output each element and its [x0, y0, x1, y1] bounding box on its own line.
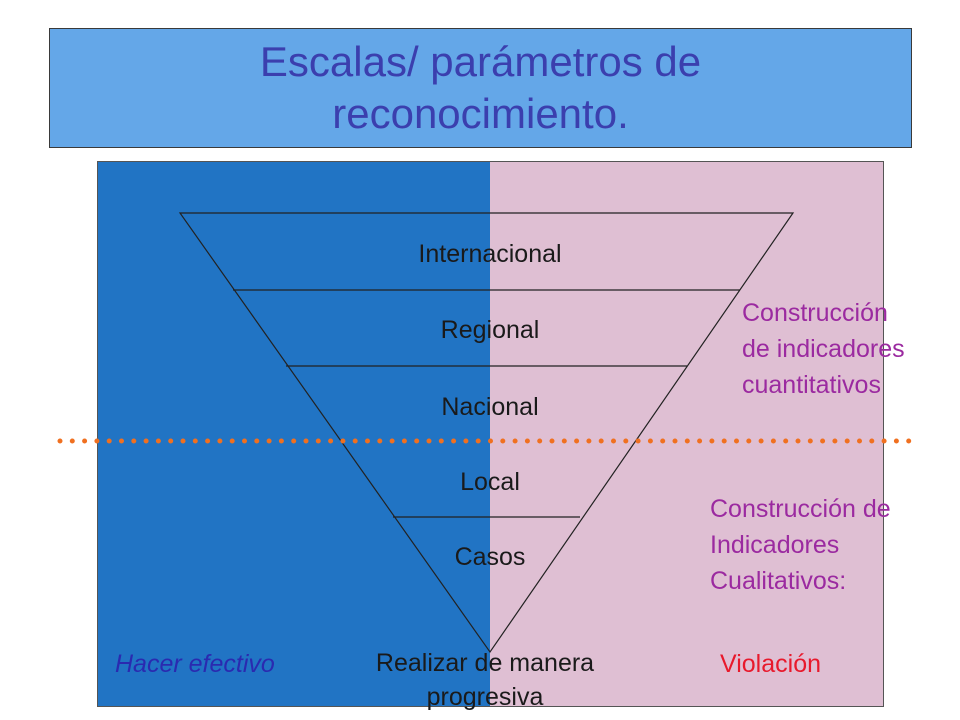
qualitative-line-2: Indicadores — [710, 531, 840, 559]
level-nacional: Nacional — [441, 393, 539, 421]
violacion-label: Violación — [720, 650, 822, 678]
quantitative-line-1: Construcción — [742, 299, 888, 327]
hacer-efectivo-label: Hacer efectivo — [115, 650, 275, 678]
qualitative-line-3: Cualitativos: — [710, 567, 847, 595]
level-internacional: Internacional — [418, 240, 562, 268]
left-panel-blue — [97, 161, 490, 707]
level-local: Local — [460, 468, 520, 496]
level-regional: Regional — [440, 316, 540, 344]
title-line-1: Escalas/ parámetros de — [259, 38, 702, 85]
quantitative-line-2: de indicadores — [742, 335, 905, 363]
title-box: Escalas/ parámetros de reconocimiento. — [49, 28, 912, 148]
quantitative-line-3: cuantitativos — [742, 371, 881, 399]
progressive-line-1: Realizar de manera — [375, 649, 595, 677]
level-casos: Casos — [454, 543, 526, 571]
qualitative-indicators-label: Construcción de Indicadores Cualitativos… — [710, 491, 891, 599]
qualitative-line-1: Construcción de — [710, 495, 891, 523]
progressive-label: Realizar de manera progresiva — [330, 646, 640, 714]
pyramid-outline — [178, 212, 795, 654]
panel-frame — [97, 161, 884, 707]
quantitative-indicators-label: Construcción de indicadores cuantitativo… — [742, 295, 905, 403]
right-panel-pink — [490, 161, 884, 707]
progressive-line-2: progresiva — [426, 683, 544, 711]
title-line-2: reconocimiento. — [332, 90, 629, 137]
